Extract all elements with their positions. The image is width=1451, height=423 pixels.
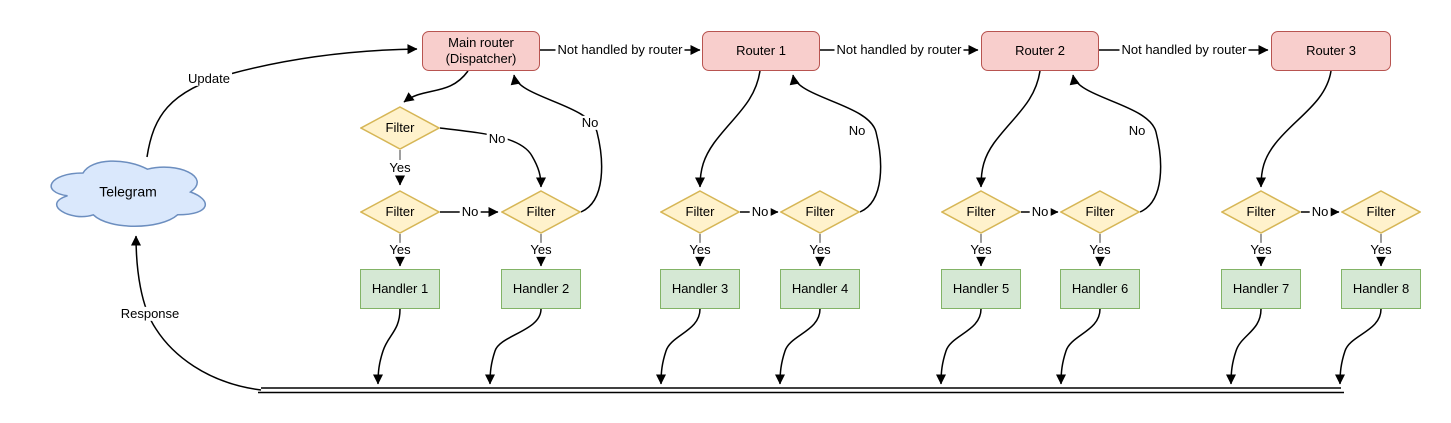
edge-filter-no-back-to-dispatcher	[510, 74, 603, 213]
yes-label-2: Yes	[528, 241, 554, 258]
node-filter-2: Filter	[501, 190, 581, 234]
telegram-cloud-shape	[50, 160, 207, 227]
node-filter-5: Filter	[941, 190, 1021, 234]
no-label-to-router1: No	[846, 122, 868, 139]
node-handler-2: Handler 2	[501, 269, 581, 309]
yes-label-7: Yes	[1248, 241, 1274, 258]
node-handler-3: Handler 3	[660, 269, 740, 309]
filter-label: Filter	[1366, 203, 1396, 219]
router-3-label: Router 3	[1306, 42, 1356, 58]
node-handler-6: Handler 6	[1060, 269, 1140, 309]
node-filter-7: Filter	[1221, 190, 1301, 234]
no-label-filter-top: No	[486, 130, 508, 147]
yes-label-6: Yes	[1087, 241, 1113, 258]
node-filter-6: Filter	[1060, 190, 1140, 234]
filter-label: Filter	[1085, 203, 1115, 219]
handler-8-label: Handler 8	[1352, 280, 1410, 296]
edge-handler6-bus	[1056, 308, 1101, 385]
node-handler-7: Handler 7	[1221, 269, 1301, 309]
yes-label-5: Yes	[968, 241, 994, 258]
router-1-label: Router 1	[736, 42, 786, 58]
update-label: Update	[186, 70, 232, 87]
yes-label-3: Yes	[687, 241, 713, 258]
telegram-label: Telegram	[99, 183, 157, 200]
no-label-4: No	[1309, 203, 1331, 220]
edge-handler7-bus	[1226, 308, 1262, 385]
filter-label: Filter	[385, 203, 415, 219]
yes-label-8: Yes	[1368, 241, 1394, 258]
edge-filter-no-back-to-router2	[1069, 74, 1162, 213]
handler-2-label: Handler 2	[512, 280, 570, 296]
edge-handler3-bus	[656, 308, 701, 385]
no-label-3: No	[1029, 203, 1051, 220]
node-handler-8: Handler 8	[1341, 269, 1421, 309]
edge-filter-no-back-to-router1	[789, 74, 882, 213]
handler-6-label: Handler 6	[1071, 280, 1129, 296]
response-label: Response	[118, 305, 182, 322]
edge-handler2-bus	[485, 308, 542, 385]
main-router-label-line2: (Dispatcher)	[445, 51, 517, 66]
node-filter-dispatcher-top: Filter	[360, 106, 440, 150]
filter-label: Filter	[966, 203, 996, 219]
handler-7-label: Handler 7	[1232, 280, 1290, 296]
edge-router1-to-filter	[695, 70, 761, 188]
handler-1-label: Handler 1	[371, 280, 429, 296]
edge-filter-no-to-right-filter	[439, 127, 546, 188]
edge-handler1-bus	[373, 308, 401, 385]
edge-response	[131, 235, 262, 391]
no-label-2: No	[749, 203, 771, 220]
not-handled-label-2: Not handled by router	[834, 41, 964, 58]
edge-router3-to-filter	[1256, 70, 1332, 188]
no-label-to-router2: No	[1126, 122, 1148, 139]
edge-handler4-bus	[775, 308, 821, 385]
node-handler-5: Handler 5	[941, 269, 1021, 309]
node-main-router: Main router (Dispatcher)	[422, 31, 540, 71]
node-filter-4: Filter	[780, 190, 860, 234]
edge-handler5-bus	[936, 308, 982, 385]
filter-label: Filter	[526, 203, 556, 219]
node-router-3: Router 3	[1271, 31, 1391, 71]
no-label-to-dispatcher: No	[579, 114, 601, 131]
node-filter-8: Filter	[1341, 190, 1421, 234]
edge-handler8-bus	[1335, 308, 1382, 385]
not-handled-label-1: Not handled by router	[555, 41, 685, 58]
response-bus-line	[258, 387, 1344, 394]
node-handler-4: Handler 4	[780, 269, 860, 309]
no-label-1: No	[459, 203, 481, 220]
yes-edge-stubs	[399, 150, 1382, 243]
edge-router2-to-filter	[976, 70, 1041, 188]
not-handled-label-3: Not handled by router	[1119, 41, 1249, 58]
yes-label-1: Yes	[387, 241, 413, 258]
node-filter-1: Filter	[360, 190, 440, 234]
yes-label-top: Yes	[387, 159, 413, 176]
filter-label: Filter	[805, 203, 835, 219]
node-handler-1: Handler 1	[360, 269, 440, 309]
node-router-1: Router 1	[702, 31, 820, 71]
router-2-label: Router 2	[1015, 42, 1065, 58]
filter-label: Filter	[385, 119, 415, 135]
node-router-2: Router 2	[981, 31, 1099, 71]
edge-dispatcher-to-filter	[403, 70, 469, 103]
filter-label: Filter	[685, 203, 715, 219]
node-filter-3: Filter	[660, 190, 740, 234]
filter-label: Filter	[1246, 203, 1276, 219]
yes-label-4: Yes	[807, 241, 833, 258]
handler-5-label: Handler 5	[952, 280, 1010, 296]
handler-3-label: Handler 3	[671, 280, 729, 296]
handler-4-label: Handler 4	[791, 280, 849, 296]
main-router-label-line1: Main router	[448, 34, 514, 50]
